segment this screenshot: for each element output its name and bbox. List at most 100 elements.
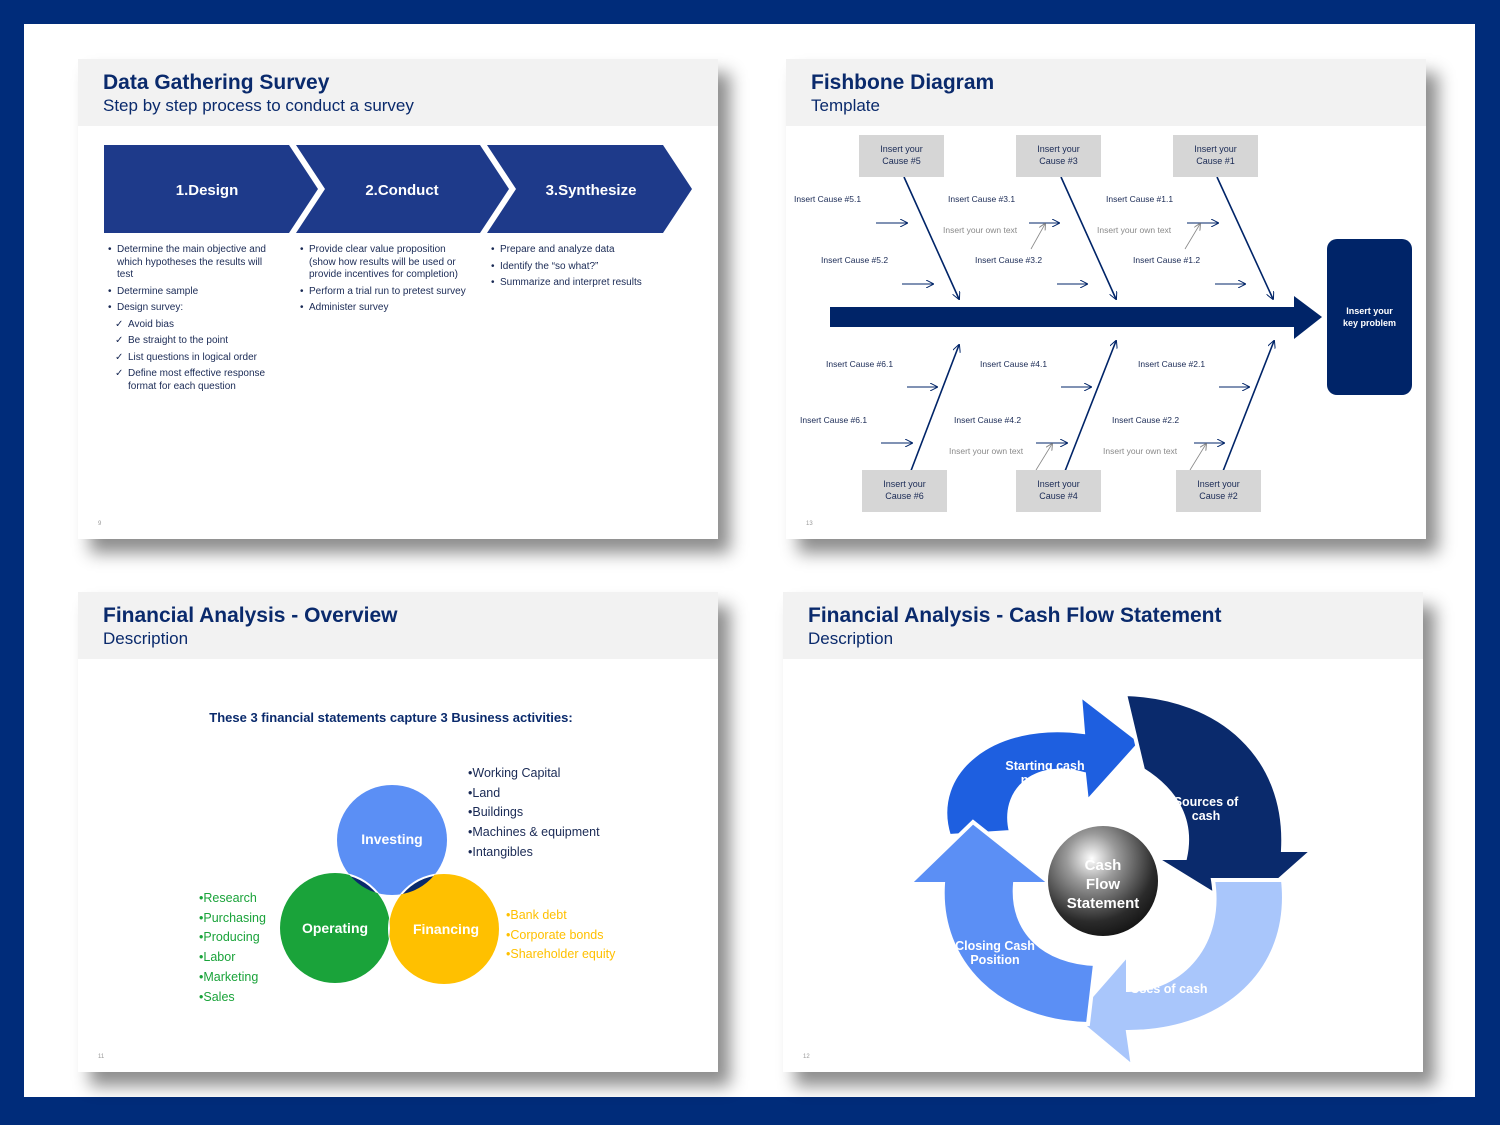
- bone-cause-5: [903, 176, 959, 299]
- cause-box-label: Cause #4: [1039, 491, 1078, 501]
- subcause-3-2[interactable]: Insert Cause #3.2: [975, 255, 1043, 265]
- list-item: Provide clear value proposition (show ho…: [298, 244, 470, 282]
- chevron-synthesize: [487, 145, 692, 233]
- financing-items: Bank debt Corporate bonds Shareholder eq…: [506, 906, 615, 965]
- step-design-label: 1.Design: [176, 182, 239, 199]
- bone-cause-1: [1216, 176, 1273, 299]
- design-bullets: Determine the main objective and which h…: [106, 244, 278, 397]
- subcause-6-1[interactable]: Insert Cause #6.1: [826, 359, 894, 369]
- starting-cash-label: Starting cash: [1005, 759, 1084, 773]
- center-label: Statement: [1067, 895, 1140, 912]
- slide-title: Fishbone Diagram: [811, 71, 995, 94]
- list-item: Producing: [199, 928, 266, 948]
- slide-subtitle: Template: [811, 96, 880, 115]
- list-item: Marketing: [199, 968, 266, 988]
- fishbone-lines: [830, 176, 1322, 490]
- cash-flow-sphere: [1046, 824, 1160, 938]
- slide-subtitle: Description: [808, 629, 894, 648]
- list-item: Intangibles: [468, 843, 600, 863]
- bone-cause-2: [1215, 341, 1274, 490]
- own-text-connector: [1184, 224, 1200, 250]
- bone-cause-4: [1057, 341, 1116, 490]
- cause-box-label: Insert your: [1037, 479, 1080, 489]
- slide-title: Financial Analysis - Overview: [103, 604, 398, 627]
- arrow-sources-of-cash: [1122, 691, 1319, 915]
- own-text-connector: [1035, 444, 1052, 471]
- own-text-1[interactable]: Insert your own text: [1097, 225, 1172, 235]
- cause-box-label: Insert your: [880, 144, 923, 154]
- cause-box-label: Cause #3: [1039, 156, 1078, 166]
- uses-of-cash-label: Uses of cash: [1130, 982, 1207, 996]
- list-item: Design survey:: [106, 302, 278, 315]
- slide-fishbone-diagram: Fishbone Diagram Template: [786, 59, 1426, 539]
- slide-cash-flow-statement: Financial Analysis - Cash Flow Statement…: [783, 592, 1423, 1072]
- own-text-3[interactable]: Insert your own text: [943, 225, 1018, 235]
- chevron-conduct: [296, 145, 509, 233]
- synthesize-bullets: Prepare and analyze data Identify the “s…: [489, 244, 679, 294]
- list-item: Land: [468, 784, 600, 804]
- subcause-3-1[interactable]: Insert Cause #3.1: [948, 194, 1016, 204]
- venn-diagram: Investing Operating Financing: [278, 783, 501, 986]
- page-number: 9: [98, 521, 102, 527]
- list-item: Bank debt: [506, 906, 615, 926]
- subcause-2-2[interactable]: Insert Cause #2.2: [1112, 415, 1180, 425]
- process-chevrons: 1.Design 2.Conduct 3.Synthesize: [104, 143, 695, 235]
- subcause-5-1[interactable]: Insert Cause #5.1: [794, 194, 862, 204]
- subcause-2-1[interactable]: Insert Cause #2.1: [1138, 359, 1206, 369]
- slide-header: [786, 59, 1426, 126]
- page-canvas: Data Gathering Survey Step by step proce…: [24, 24, 1475, 1097]
- cause-box-label: Insert your: [1037, 144, 1080, 154]
- financing-circle: [389, 874, 499, 984]
- list-item: Administer survey: [298, 302, 470, 315]
- subcause-5-2[interactable]: Insert Cause #5.2: [821, 255, 889, 265]
- subcause-4-1[interactable]: Insert Cause #4.1: [980, 359, 1048, 369]
- cash-cycle-diagram: Starting cash position Sources of cash U…: [904, 690, 1319, 1072]
- list-item: Be straight to the point: [106, 335, 278, 348]
- slide-header: [78, 59, 718, 126]
- cause-box-label: Insert your: [883, 479, 926, 489]
- sources-of-cash-label: cash: [1192, 809, 1221, 823]
- slide-subtitle: Step by step process to conduct a survey: [103, 96, 414, 115]
- step-conduct-label: 2.Conduct: [365, 182, 438, 199]
- list-item: Working Capital: [468, 764, 600, 784]
- subcause-1-1[interactable]: Insert Cause #1.1: [1106, 194, 1174, 204]
- cause-box-label: Cause #5: [882, 156, 921, 166]
- sources-of-cash-label: Sources of: [1174, 795, 1239, 809]
- list-item: Perform a trial run to pretest survey: [298, 286, 470, 299]
- own-text-2[interactable]: Insert your own text: [1103, 446, 1178, 456]
- slide-financial-overview: Financial Analysis - Overview Descriptio…: [78, 592, 718, 1072]
- list-item: Identify the “so what?”: [489, 261, 679, 274]
- fishbone-spine: [830, 307, 1296, 327]
- own-text-connector: [1030, 224, 1045, 250]
- list-item: Purchasing: [199, 909, 266, 929]
- arrow-uses-of-cash: [1070, 878, 1286, 1072]
- page-number: 12: [803, 1054, 810, 1060]
- center-label: Flow: [1086, 876, 1120, 893]
- slide-subtitle: Description: [103, 629, 189, 648]
- slide-data-gathering-survey: Data Gathering Survey Step by step proce…: [78, 59, 718, 539]
- subcause-1-2[interactable]: Insert Cause #1.2: [1133, 255, 1201, 265]
- slide-header: [78, 592, 718, 659]
- list-item: Determine sample: [106, 286, 278, 299]
- chevron-design: [104, 145, 318, 233]
- cause-box-label: Cause #1: [1196, 156, 1235, 166]
- own-text-4[interactable]: Insert your own text: [949, 446, 1024, 456]
- list-item: List questions in logical order: [106, 352, 278, 365]
- cause-box-label: Cause #2: [1199, 491, 1238, 501]
- subcause-4-2[interactable]: Insert Cause #4.2: [954, 415, 1022, 425]
- key-problem-box[interactable]: Insert your key problem: [1327, 239, 1412, 395]
- subcause-6-1-second[interactable]: Insert Cause #6.1: [800, 415, 868, 425]
- key-problem-label: key problem: [1342, 318, 1397, 328]
- statements-heading: These 3 financial statements capture 3 B…: [209, 710, 573, 725]
- list-item: Machines & equipment: [468, 823, 599, 843]
- closing-cash-label: Closing Cash: [955, 939, 1035, 953]
- list-item: Define most effective response format fo…: [106, 368, 278, 393]
- financing-label: Financing: [413, 921, 479, 937]
- operating-items: Research Purchasing Producing Labor Mark…: [199, 889, 266, 1007]
